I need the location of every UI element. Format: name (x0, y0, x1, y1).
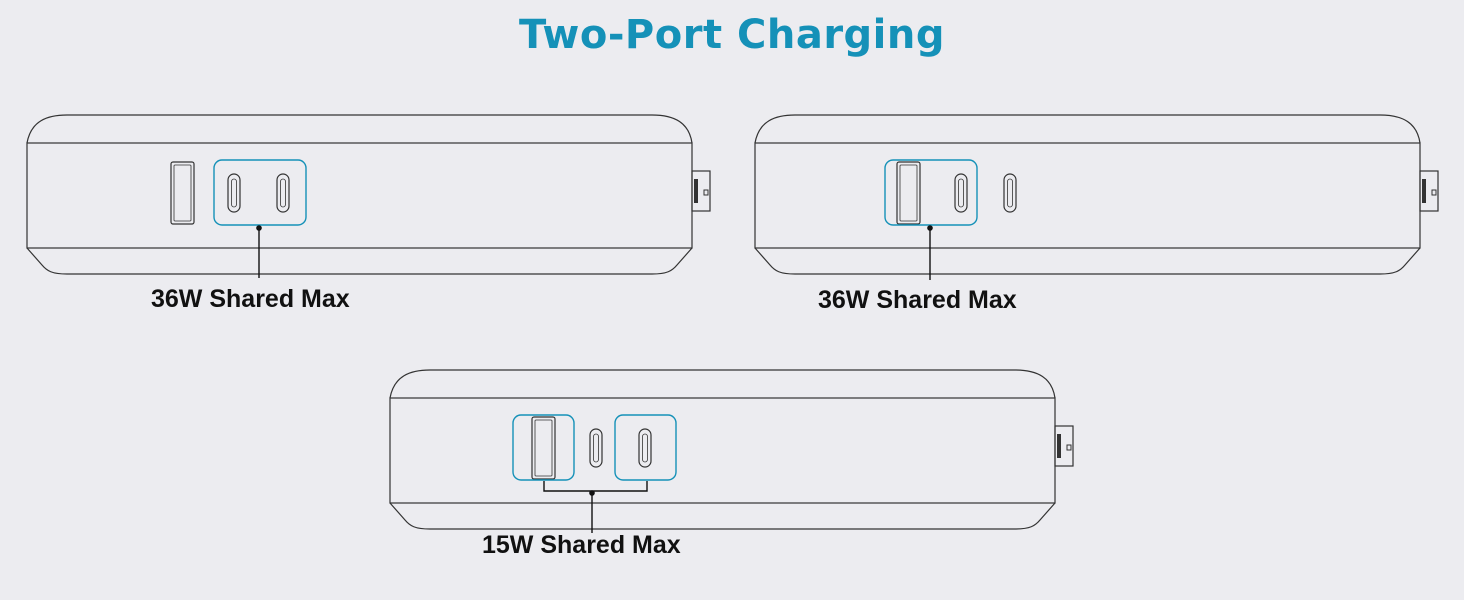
usb-a-port (170, 161, 195, 225)
charger-device-3 (389, 369, 1074, 533)
device-2-label: 36W Shared Max (818, 286, 1017, 314)
usb-c-port-1 (227, 173, 241, 213)
device-1-label: 36W Shared Max (151, 285, 350, 313)
usb-a-port (896, 161, 921, 225)
bracket-line (543, 481, 648, 492)
highlight-box-usba (512, 414, 575, 481)
highlight-box (213, 159, 307, 226)
usb-c-port-2 (1003, 173, 1017, 213)
usb-c-port-1 (589, 428, 603, 468)
usb-c-port-2 (276, 173, 290, 213)
page-title: Two-Port Charging (519, 12, 945, 58)
device-3-label: 15W Shared Max (482, 531, 681, 559)
charger-device-1 (26, 114, 711, 278)
highlight-box (884, 159, 978, 226)
usb-a-port (531, 416, 556, 480)
highlight-box-usbc (614, 414, 677, 481)
usb-c-port-2 (638, 428, 652, 468)
usb-c-port-1 (954, 173, 968, 213)
charger-device-2 (754, 114, 1439, 280)
